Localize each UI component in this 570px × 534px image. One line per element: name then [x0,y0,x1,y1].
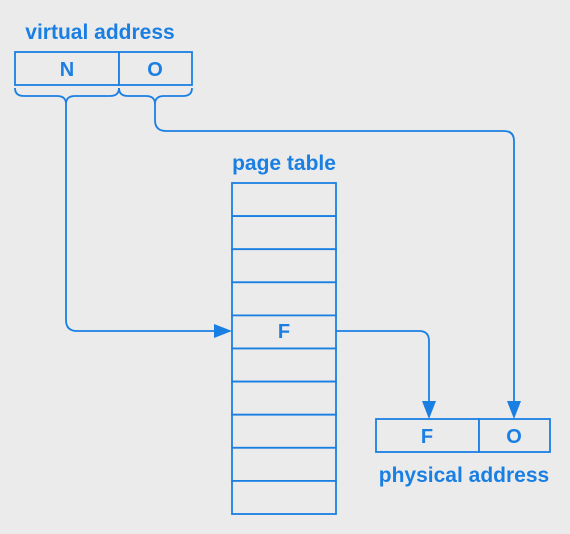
page-table-entry-label: F [278,321,290,343]
page-number-arrowhead [214,324,232,338]
physical-address: F O physical address [375,418,551,487]
frame-arrowhead [422,401,436,419]
physical-address-f-label: F [421,426,433,448]
page-table: page table F [231,152,337,515]
page-number-connector [65,104,214,332]
page-table-rows [231,182,337,515]
offset-arrowhead [507,401,521,419]
page-table-row [231,446,337,482]
virtual-address-n-label: N [60,59,74,81]
page-table-row [231,182,337,217]
page-table-row [231,413,337,449]
physical-address-o-label: O [506,426,522,448]
physical-address-o-cell [478,418,551,453]
page-table-row [231,347,337,383]
connectors [65,104,521,419]
page-table-row [231,380,337,416]
frame-connector [336,330,430,401]
virtual-address-o-brace [118,87,193,105]
page-table-row [231,479,337,515]
page-table-row [231,248,337,284]
virtual-address: virtual address N O [14,21,193,105]
virtual-address-n-brace [14,87,120,105]
page-table-row [231,215,337,251]
virtual-address-title: virtual address [25,21,174,44]
physical-address-title: physical address [379,464,549,487]
virtual-address-o-cell [118,51,193,86]
virtual-address-n-cell [14,51,120,86]
page-table-title: page table [232,152,336,175]
virtual-address-o-label: O [147,59,163,81]
page-table-row [231,281,337,317]
offset-connector [154,104,515,401]
